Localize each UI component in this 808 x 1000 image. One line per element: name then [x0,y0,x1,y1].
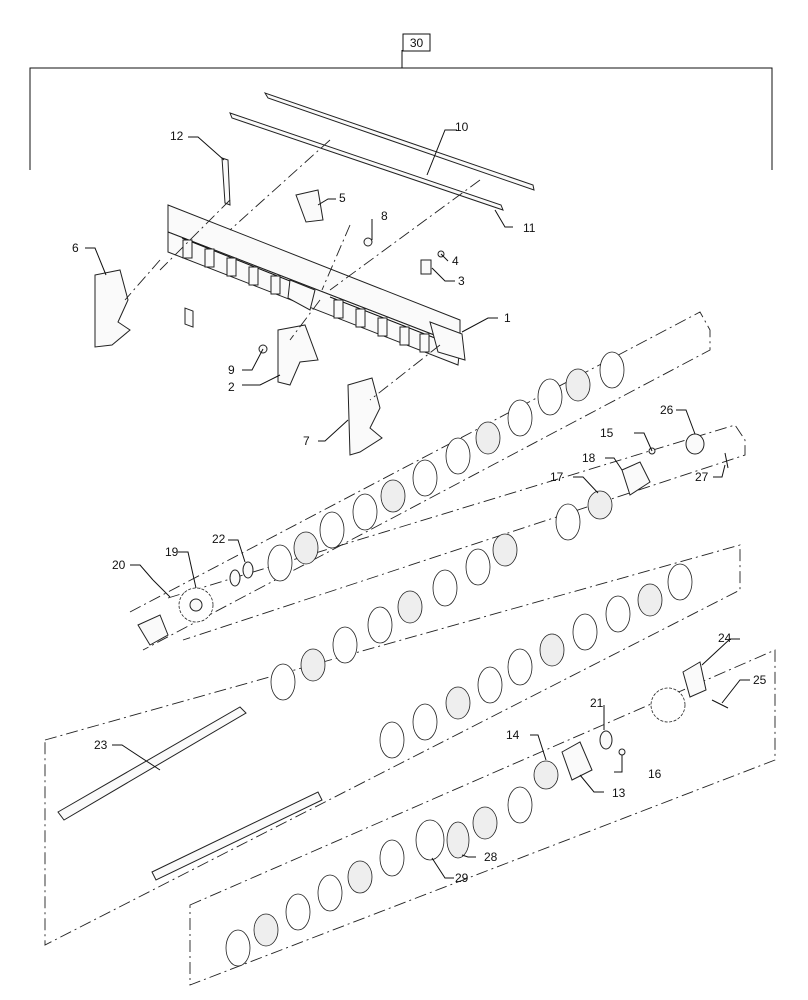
bracket-slots [184,307,194,328]
callout-28[interactable]: 28 [484,850,498,864]
part-6-scraper[interactable] [94,269,131,348]
assembly-number: 30 [410,36,424,50]
callout-17[interactable]: 17 [550,470,564,484]
part-17-bearing[interactable] [587,490,613,520]
callout-10[interactable]: 10 [455,120,469,134]
part-25-pin[interactable] [711,699,729,709]
part-16-bolt[interactable] [618,748,626,756]
callout-26[interactable]: 26 [660,403,674,417]
part-3-spring[interactable] [420,259,432,275]
callout-7[interactable]: 7 [303,434,310,448]
part-5-clip[interactable] [295,189,324,223]
part-20-bolt[interactable] [152,579,171,598]
callout-5[interactable]: 5 [339,191,346,205]
bottom-shaft[interactable] [151,791,323,881]
callout-25[interactable]: 25 [753,673,767,687]
sprocket-19[interactable] [178,587,214,623]
callout-19[interactable]: 19 [165,545,179,559]
callout-21[interactable]: 21 [590,696,604,710]
callout-labels: 1 2 3 4 5 6 7 8 9 10 11 12 13 14 15 16 1… [72,120,767,885]
callout-12[interactable]: 12 [170,129,184,143]
part-24-bracket[interactable] [682,661,707,698]
callout-29[interactable]: 29 [455,871,469,885]
bracket-slot-row [182,239,430,353]
callout-6[interactable]: 6 [72,241,79,255]
part-28-roller[interactable] [446,821,470,859]
part-21-washer[interactable] [599,730,613,750]
callout-20[interactable]: 20 [112,558,126,572]
part-18-flange[interactable] [621,461,651,496]
callout-22[interactable]: 22 [212,532,226,546]
middle-roll-discs[interactable] [270,503,581,701]
lower-roll-discs[interactable] [379,563,693,759]
rail-11[interactable] [229,112,504,211]
sprocket-right[interactable] [650,687,686,723]
callout-11[interactable]: 11 [523,221,536,235]
callout-9[interactable]: 9 [228,363,235,377]
callout-15[interactable]: 15 [600,426,614,440]
callout-3[interactable]: 3 [458,274,465,288]
part-29-disc[interactable] [415,819,445,861]
callout-14[interactable]: 14 [506,728,520,742]
bottom-roll-envelope [189,649,776,986]
assembly-number-box[interactable]: 30 [402,33,431,52]
rail-10[interactable] [263,92,535,191]
part-8-bolt[interactable] [363,237,373,247]
leader-lines [85,129,750,879]
part-26-collar[interactable] [685,433,705,455]
callout-16[interactable]: 16 [648,767,662,781]
callout-24[interactable]: 24 [718,631,732,645]
part-13-flange[interactable] [561,741,593,781]
part-2-bracket[interactable] [277,324,319,386]
assembly-bracket [29,50,773,170]
callout-27[interactable]: 27 [695,470,709,484]
upper-roll-discs[interactable] [267,351,625,582]
callout-18[interactable]: 18 [582,451,596,465]
callout-2[interactable]: 2 [228,380,235,394]
callout-23[interactable]: 23 [94,738,108,752]
callout-4[interactable]: 4 [452,254,459,268]
part-12-plate[interactable] [221,157,231,206]
callout-8[interactable]: 8 [381,209,388,223]
guide-lines-top [124,139,481,401]
flange-plate-left[interactable] [137,614,169,646]
bottom-roll-discs[interactable] [225,786,533,967]
part-27-pin[interactable] [724,452,729,469]
part-14-bearing[interactable] [533,760,559,790]
part-22-washers[interactable] [229,561,254,587]
shaft-23[interactable] [57,706,247,821]
lower-left-envelope [44,544,741,946]
callout-13[interactable]: 13 [612,786,626,800]
part-7-scraper[interactable] [347,377,383,456]
callout-1[interactable]: 1 [504,311,511,325]
